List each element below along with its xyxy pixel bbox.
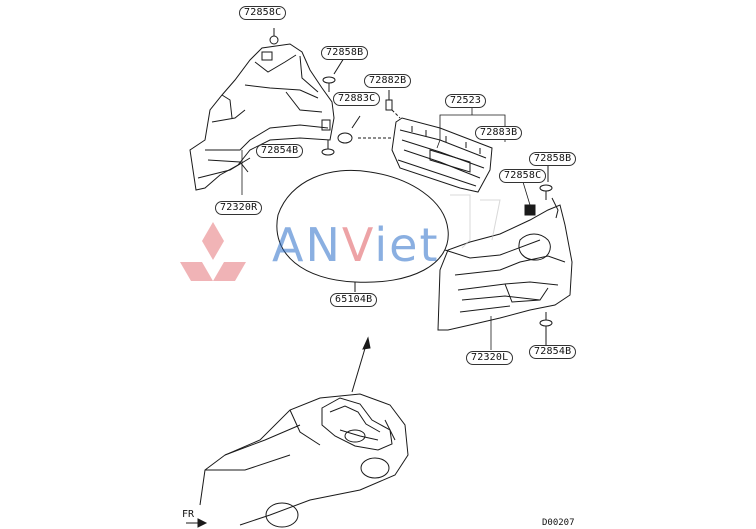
callout-72854B-left: 72854B <box>256 144 304 158</box>
callout-65104B: 65104B <box>330 293 378 307</box>
vehicle-outline <box>199 393 409 528</box>
clip-72882B <box>385 90 401 119</box>
clip-72858B-right <box>539 166 553 200</box>
callout-72858B-left: 72858B <box>321 46 369 60</box>
watermark-part-iet: iet <box>374 218 440 272</box>
callout-72858C-top: 72858C <box>239 6 287 20</box>
callout-72858B-right: 72858B <box>529 152 577 166</box>
callout-72320L: 72320L <box>466 351 514 365</box>
front-direction-arrow <box>186 518 208 528</box>
watermark-emblem-outline <box>450 194 501 249</box>
location-arrow <box>351 336 371 393</box>
callout-72854B-right: 72854B <box>529 345 577 359</box>
callout-72883C: 72883C <box>333 92 381 106</box>
clip-72858B-left <box>322 57 345 92</box>
callout-72320R: 72320R <box>215 201 263 215</box>
anviet-watermark-text: ANViet <box>272 218 439 272</box>
diagram-code: D00207 <box>542 518 575 528</box>
clip-72854B-right <box>539 312 553 345</box>
callout-72858C-right: 72858C <box>499 169 547 183</box>
callout-72883B: 72883B <box>475 126 523 140</box>
leader-lines-right <box>490 181 531 350</box>
rear-trim-panel-part <box>391 117 493 193</box>
front-direction-label: FR <box>182 509 195 520</box>
quarter-trim-right-part <box>189 43 335 191</box>
clip-72858C-left <box>269 28 279 45</box>
watermark-part-an: AN <box>272 218 342 272</box>
clip-72883C <box>337 115 392 144</box>
clip-72854B-left <box>321 140 335 156</box>
floor-cover-part <box>276 169 449 292</box>
quarter-trim-left-part <box>437 197 573 331</box>
callout-72523: 72523 <box>445 94 487 108</box>
watermark-part-v: V <box>341 218 375 272</box>
callout-72882B: 72882B <box>364 74 412 88</box>
mitsubishi-logo-watermark <box>180 222 246 281</box>
